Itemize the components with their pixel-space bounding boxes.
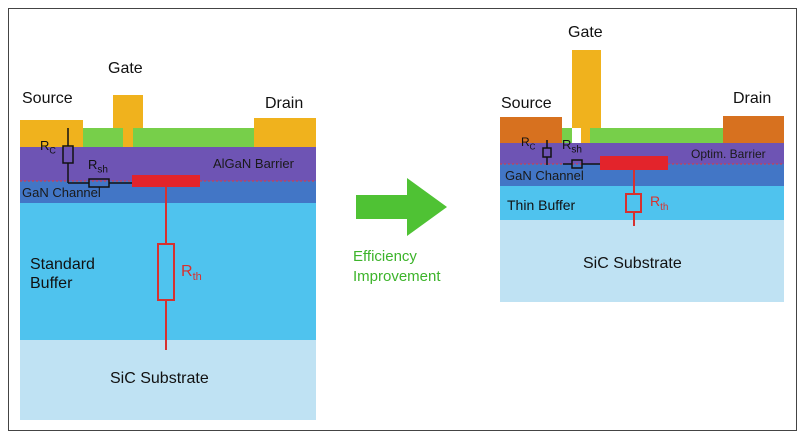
right-channel-layer [500, 164, 784, 186]
right-passivation-b [590, 128, 723, 143]
right-buffer-label: Thin Buffer [507, 197, 576, 213]
left-source-label: Source [22, 90, 73, 107]
left-rc-sub: C [49, 145, 56, 156]
right-rsh-label: Rsh [562, 137, 582, 156]
left-gate-label: Gate [108, 60, 143, 77]
left-rsh-sub: sh [97, 164, 108, 176]
left-passivation-b [133, 128, 254, 147]
efficiency-arrow-icon [356, 178, 447, 236]
left-rc-label: RC [40, 138, 56, 156]
right-substrate-label: SiC Substrate [583, 255, 682, 272]
right-rsh-main: R [562, 137, 572, 152]
left-rth-main: R [181, 263, 193, 280]
left-barrier-label: AlGaN Barrier [213, 156, 294, 171]
right-substrate-layer [500, 220, 784, 302]
right-rsh-sub: sh [571, 144, 582, 156]
right-rth-main: R [650, 193, 661, 209]
right-rth-resistor [625, 193, 642, 213]
left-gate-stem [123, 128, 133, 147]
left-channel-label: GaN Channel [22, 185, 101, 200]
right-heat-source [600, 156, 668, 170]
left-rsh-label: Rsh [88, 157, 108, 176]
right-drain-contact [723, 116, 784, 143]
right-gate-top [572, 50, 601, 128]
left-gate-top [113, 95, 143, 128]
left-rth-sub: th [192, 271, 202, 284]
right-passivation-a [562, 128, 572, 143]
right-source-contact [500, 117, 562, 143]
right-gate-label: Gate [568, 24, 603, 41]
right-barrier-layer [500, 143, 784, 164]
left-substrate-layer [20, 340, 316, 420]
right-rth-sub: th [660, 201, 669, 213]
right-drain-label: Drain [733, 90, 772, 107]
left-rth-resistor [157, 243, 175, 301]
left-drain-contact [254, 118, 316, 147]
left-buffer-layer [20, 203, 316, 340]
left-drain-label: Drain [265, 95, 304, 112]
left-substrate-label: SiC Substrate [110, 370, 209, 387]
right-rc-sub: C [529, 142, 536, 152]
right-rc-resistor [542, 147, 552, 158]
left-rc-resistor [62, 145, 74, 164]
left-buffer-label-2: Buffer [30, 275, 73, 292]
left-passivation-a [83, 128, 123, 147]
right-source-label: Source [501, 95, 552, 112]
left-heat-source [132, 175, 200, 187]
right-barrier-label: Optim. Barrier [691, 147, 766, 161]
left-rth-label: Rth [181, 263, 202, 283]
efficiency-label-line2: Improvement [353, 268, 441, 285]
right-rc-label: RC [521, 135, 535, 151]
left-buffer-label-1: Standard [30, 256, 95, 273]
right-rc-main: R [521, 135, 530, 149]
left-source-contact [20, 120, 83, 147]
right-gate-stem [581, 128, 590, 143]
efficiency-label-line1: Efficiency [353, 248, 417, 265]
left-rc-main: R [40, 138, 50, 153]
right-rth-label: Rth [650, 193, 668, 213]
right-channel-label: GaN Channel [505, 168, 584, 183]
left-rsh-main: R [88, 157, 98, 172]
